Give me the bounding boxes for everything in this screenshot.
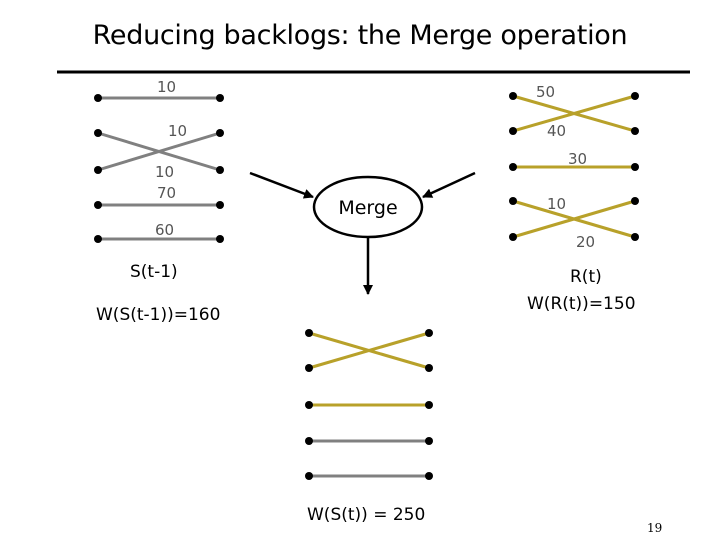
result-node <box>305 329 313 337</box>
left-node <box>216 129 224 137</box>
right-graph: 50 40 30 10 20 R(t) W(R(t))=150 <box>509 83 639 314</box>
result-node <box>305 401 313 409</box>
right-set-weight: W(R(t))=150 <box>527 294 636 314</box>
left-node <box>94 201 102 209</box>
left-set-name: S(t-1) <box>130 262 178 282</box>
right-node <box>509 127 517 135</box>
result-node <box>425 472 433 480</box>
left-edge-label-4: 70 <box>157 184 176 202</box>
result-weight: W(S(t)) = 250 <box>307 505 425 525</box>
left-node <box>94 129 102 137</box>
right-edge-label-3: 30 <box>568 150 587 168</box>
left-node <box>216 94 224 102</box>
merge-operation: Merge <box>249 171 476 295</box>
right-node <box>631 233 639 241</box>
left-edge-label-2: 10 <box>168 122 187 140</box>
result-node <box>425 329 433 337</box>
result-node <box>425 437 433 445</box>
right-edge-2 <box>512 94 636 133</box>
slide-title: Reducing backlogs: the Merge operation <box>92 20 628 51</box>
result-node <box>425 364 433 372</box>
left-edge-label-1: 10 <box>157 78 176 96</box>
right-node <box>631 163 639 171</box>
left-edge-3 <box>97 131 221 172</box>
right-node <box>509 197 517 205</box>
arrow-from-left <box>249 171 314 199</box>
arrow-from-right <box>422 171 476 199</box>
left-edge-label-3: 10 <box>155 163 174 181</box>
result-graph: W(S(t)) = 250 <box>305 329 433 525</box>
left-node <box>216 166 224 174</box>
right-node <box>631 197 639 205</box>
right-edge-label-5: 20 <box>576 233 595 251</box>
merge-ellipse <box>312 175 424 239</box>
page-number: 19 <box>647 521 662 535</box>
merge-label: Merge <box>338 197 397 219</box>
left-node <box>94 166 102 174</box>
result-node <box>305 364 313 372</box>
result-node <box>425 401 433 409</box>
left-graph: 10 10 10 70 60 S(t-1) W(S(t-1))=160 <box>94 78 224 325</box>
right-node <box>631 127 639 135</box>
left-set-weight: W(S(t-1))=160 <box>96 305 220 325</box>
right-edge-label-4: 10 <box>547 195 566 213</box>
left-node <box>216 235 224 243</box>
right-edge-label-2: 40 <box>547 122 566 140</box>
result-edge-2 <box>308 331 430 370</box>
right-node <box>631 92 639 100</box>
left-node <box>94 235 102 243</box>
result-node <box>305 472 313 480</box>
result-node <box>305 437 313 445</box>
left-node <box>94 94 102 102</box>
right-edge-label-1: 50 <box>536 83 555 101</box>
right-node <box>509 233 517 241</box>
left-edge-label-5: 60 <box>155 221 174 239</box>
right-set-name: R(t) <box>570 267 602 287</box>
right-edge-5 <box>512 199 636 239</box>
right-node <box>509 92 517 100</box>
right-node <box>509 163 517 171</box>
left-node <box>216 201 224 209</box>
